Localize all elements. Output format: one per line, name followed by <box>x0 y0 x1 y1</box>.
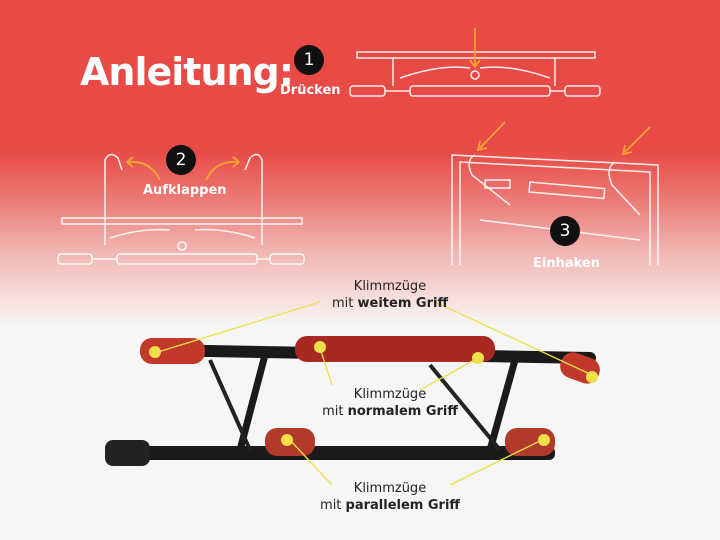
normal-grip-label: Klimmzüge mit normalem Griff <box>322 387 458 419</box>
step-3-label: Einhaken <box>533 256 600 271</box>
step-1-badge: 1 <box>294 45 324 75</box>
step-2-label: Aufklappen <box>143 183 227 198</box>
page-title: Anleitung: <box>80 50 294 94</box>
step-2-badge: 2 <box>166 145 196 175</box>
parallel-grip-label: Klimmzüge mit parallelem Griff <box>320 481 460 513</box>
step-1-label: Drücken <box>280 83 341 98</box>
step-3-badge: 3 <box>550 216 580 246</box>
wide-grip-label: Klimmzüge mit weitem Griff <box>332 279 448 311</box>
